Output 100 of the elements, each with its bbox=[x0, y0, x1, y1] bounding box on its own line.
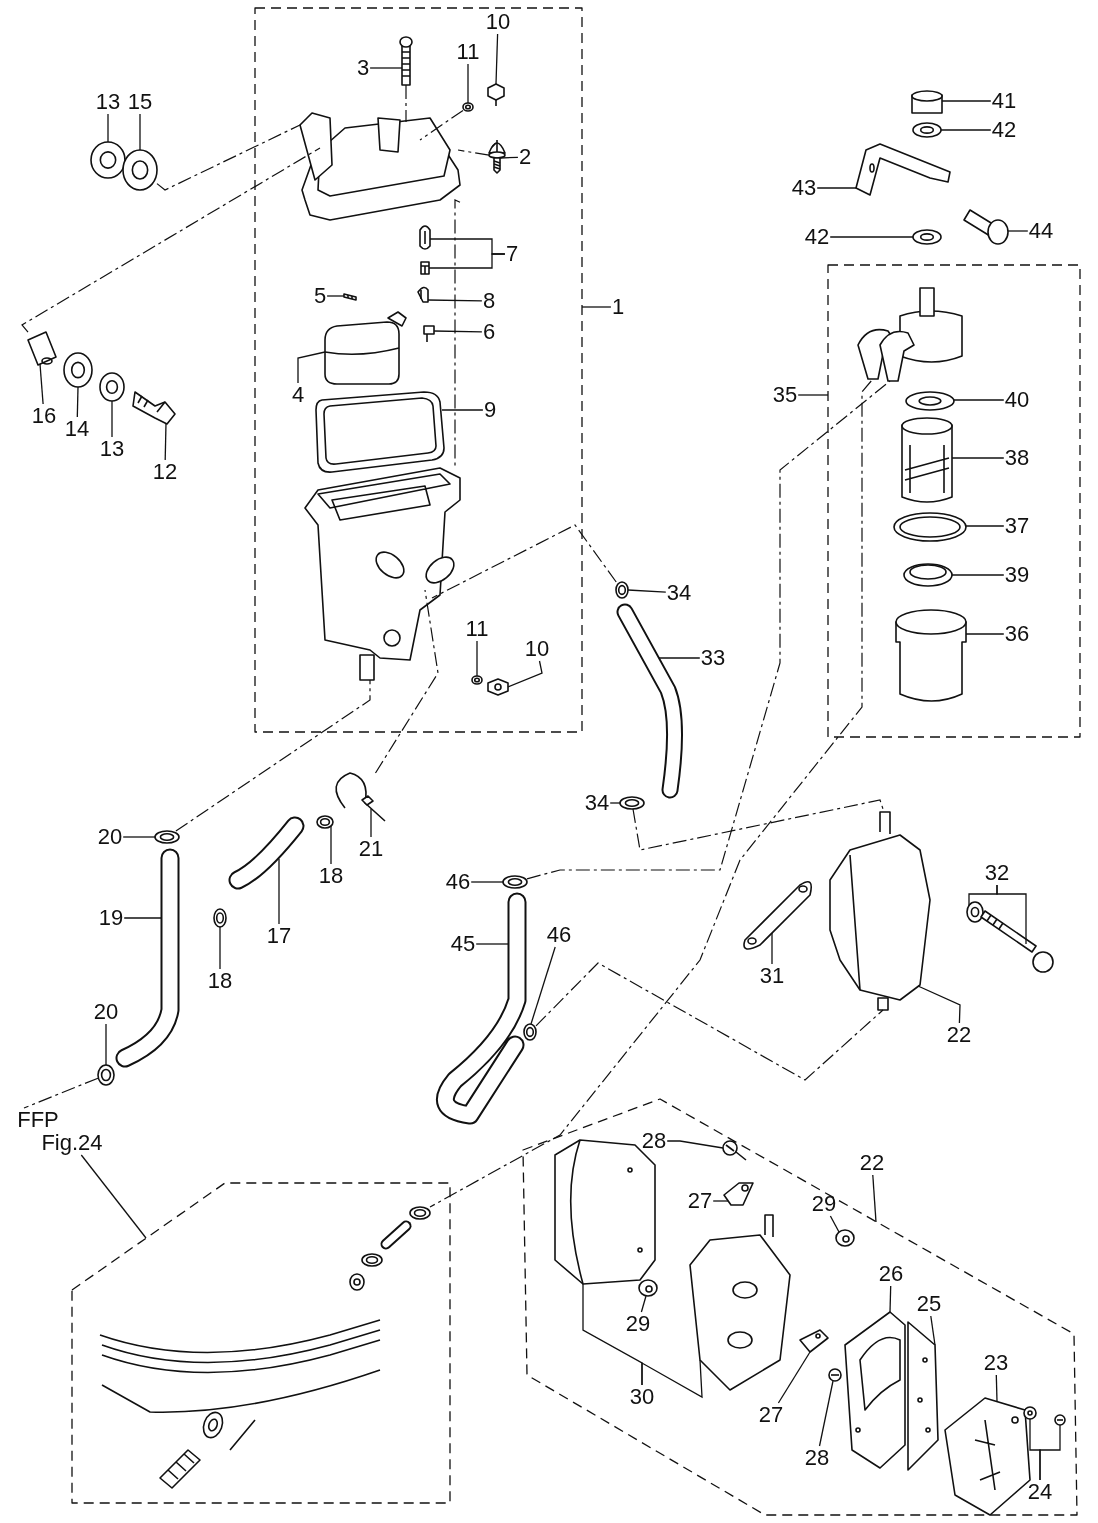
callout-number: 18 bbox=[206, 969, 234, 993]
callout-number: 43 bbox=[790, 176, 818, 200]
callout-number: 5 bbox=[312, 284, 328, 308]
washer-drawing bbox=[1023, 1406, 1037, 1420]
leader-line bbox=[427, 299, 483, 302]
leader-line bbox=[829, 236, 914, 238]
hose-drawing bbox=[616, 603, 683, 799]
callout-number: 24 bbox=[1026, 1480, 1054, 1504]
leader-line bbox=[428, 253, 506, 269]
leader-line bbox=[476, 640, 478, 677]
washer-drawing bbox=[966, 901, 984, 923]
bolt-drawing bbox=[980, 910, 1054, 973]
leader-line bbox=[940, 129, 992, 131]
tank-cap-drawing bbox=[299, 112, 461, 221]
o-ring-drawing bbox=[905, 391, 955, 411]
float-drawing bbox=[324, 311, 407, 385]
hose-drawing bbox=[435, 892, 527, 1125]
callout-number: 46 bbox=[444, 870, 472, 894]
callout-number: 39 bbox=[1003, 563, 1031, 587]
leader-line bbox=[330, 825, 332, 865]
leader-line bbox=[771, 932, 773, 965]
screw-drawing bbox=[423, 325, 435, 343]
callout-number: 22 bbox=[945, 1023, 973, 1047]
callout-number: 28 bbox=[803, 1446, 831, 1470]
leader-line bbox=[712, 1200, 729, 1202]
callout-number: 7 bbox=[504, 242, 520, 266]
leader-line bbox=[658, 657, 701, 659]
o-ring-drawing bbox=[893, 512, 967, 542]
bolt-drawing bbox=[399, 36, 413, 86]
callout-number: 26 bbox=[877, 1262, 905, 1286]
pin-drawing bbox=[343, 293, 357, 301]
callout-number: 41 bbox=[990, 89, 1018, 113]
nut-drawing bbox=[638, 1279, 658, 1297]
hose-clamp-drawing bbox=[316, 815, 334, 829]
leader-line bbox=[326, 295, 345, 297]
leader-line bbox=[953, 399, 1005, 401]
leader-line bbox=[111, 400, 113, 438]
leader-line bbox=[370, 808, 372, 838]
callout-number: 45 bbox=[449, 932, 477, 956]
callout-number: 40 bbox=[1003, 388, 1031, 412]
assembly-line bbox=[23, 1077, 99, 1109]
callout-number: 32 bbox=[983, 861, 1011, 885]
leader-line bbox=[122, 836, 156, 838]
assembly-line bbox=[632, 799, 885, 851]
screw-drawing bbox=[828, 1368, 842, 1382]
bracket-drawing bbox=[855, 143, 951, 196]
callout-number: 2 bbox=[517, 145, 533, 169]
callout-number: 38 bbox=[1003, 446, 1031, 470]
grommet-drawing bbox=[122, 149, 158, 191]
clip-drawing bbox=[417, 286, 429, 303]
leader-line bbox=[1007, 230, 1029, 232]
leader-line bbox=[641, 1359, 703, 1399]
nut-drawing bbox=[911, 90, 943, 114]
leader-line bbox=[777, 1351, 811, 1404]
leader-line bbox=[433, 330, 483, 333]
assembly-line bbox=[419, 109, 464, 141]
callout-number: 20 bbox=[96, 825, 124, 849]
callout-number: 46 bbox=[545, 923, 573, 947]
leader-line bbox=[666, 1140, 724, 1149]
filter-element-drawing bbox=[901, 417, 953, 503]
leader-line bbox=[139, 113, 141, 151]
assembly-line bbox=[431, 524, 617, 599]
leader-line bbox=[80, 1154, 147, 1239]
callout-number: 6 bbox=[481, 320, 497, 344]
callout-number: 10 bbox=[484, 10, 512, 34]
callout-number: 4 bbox=[290, 383, 306, 407]
nut-drawing bbox=[835, 1229, 855, 1247]
leader-line bbox=[495, 33, 499, 85]
gasket-drawing bbox=[315, 391, 445, 473]
leader-line bbox=[941, 100, 992, 102]
assembly-line bbox=[535, 962, 884, 1081]
leader-line bbox=[995, 1374, 998, 1402]
callout-number: 14 bbox=[63, 417, 91, 441]
callout-number: 8 bbox=[481, 289, 497, 313]
callout-number: 21 bbox=[357, 837, 385, 861]
assembly-line bbox=[454, 199, 461, 469]
callout-number: 13 bbox=[94, 90, 122, 114]
plate-drawing bbox=[743, 880, 813, 950]
leader-line bbox=[467, 63, 469, 104]
pump-body-drawing bbox=[689, 1214, 791, 1391]
washer-drawing bbox=[912, 229, 942, 245]
leader-line bbox=[829, 1215, 840, 1233]
hose-clamp-drawing bbox=[154, 830, 180, 844]
callout-number: 37 bbox=[1003, 514, 1031, 538]
leader-line bbox=[951, 574, 1005, 576]
assembly-line bbox=[21, 147, 321, 333]
leader-line bbox=[581, 306, 612, 308]
leader-line bbox=[164, 422, 167, 461]
assembly-line bbox=[374, 589, 439, 774]
leader-line bbox=[917, 985, 961, 1024]
callout-number: 16 bbox=[30, 404, 58, 428]
assembly-line bbox=[175, 679, 371, 832]
hose-clamp-drawing bbox=[97, 1064, 115, 1086]
callout-number: 17 bbox=[265, 924, 293, 948]
washer-drawing bbox=[471, 675, 483, 685]
fuel-pump-drawing bbox=[829, 811, 931, 1011]
screw-drawing bbox=[488, 139, 506, 174]
screw-drawing bbox=[1054, 1414, 1066, 1426]
callout-number: 34 bbox=[583, 791, 611, 815]
assembly-line bbox=[526, 380, 891, 880]
